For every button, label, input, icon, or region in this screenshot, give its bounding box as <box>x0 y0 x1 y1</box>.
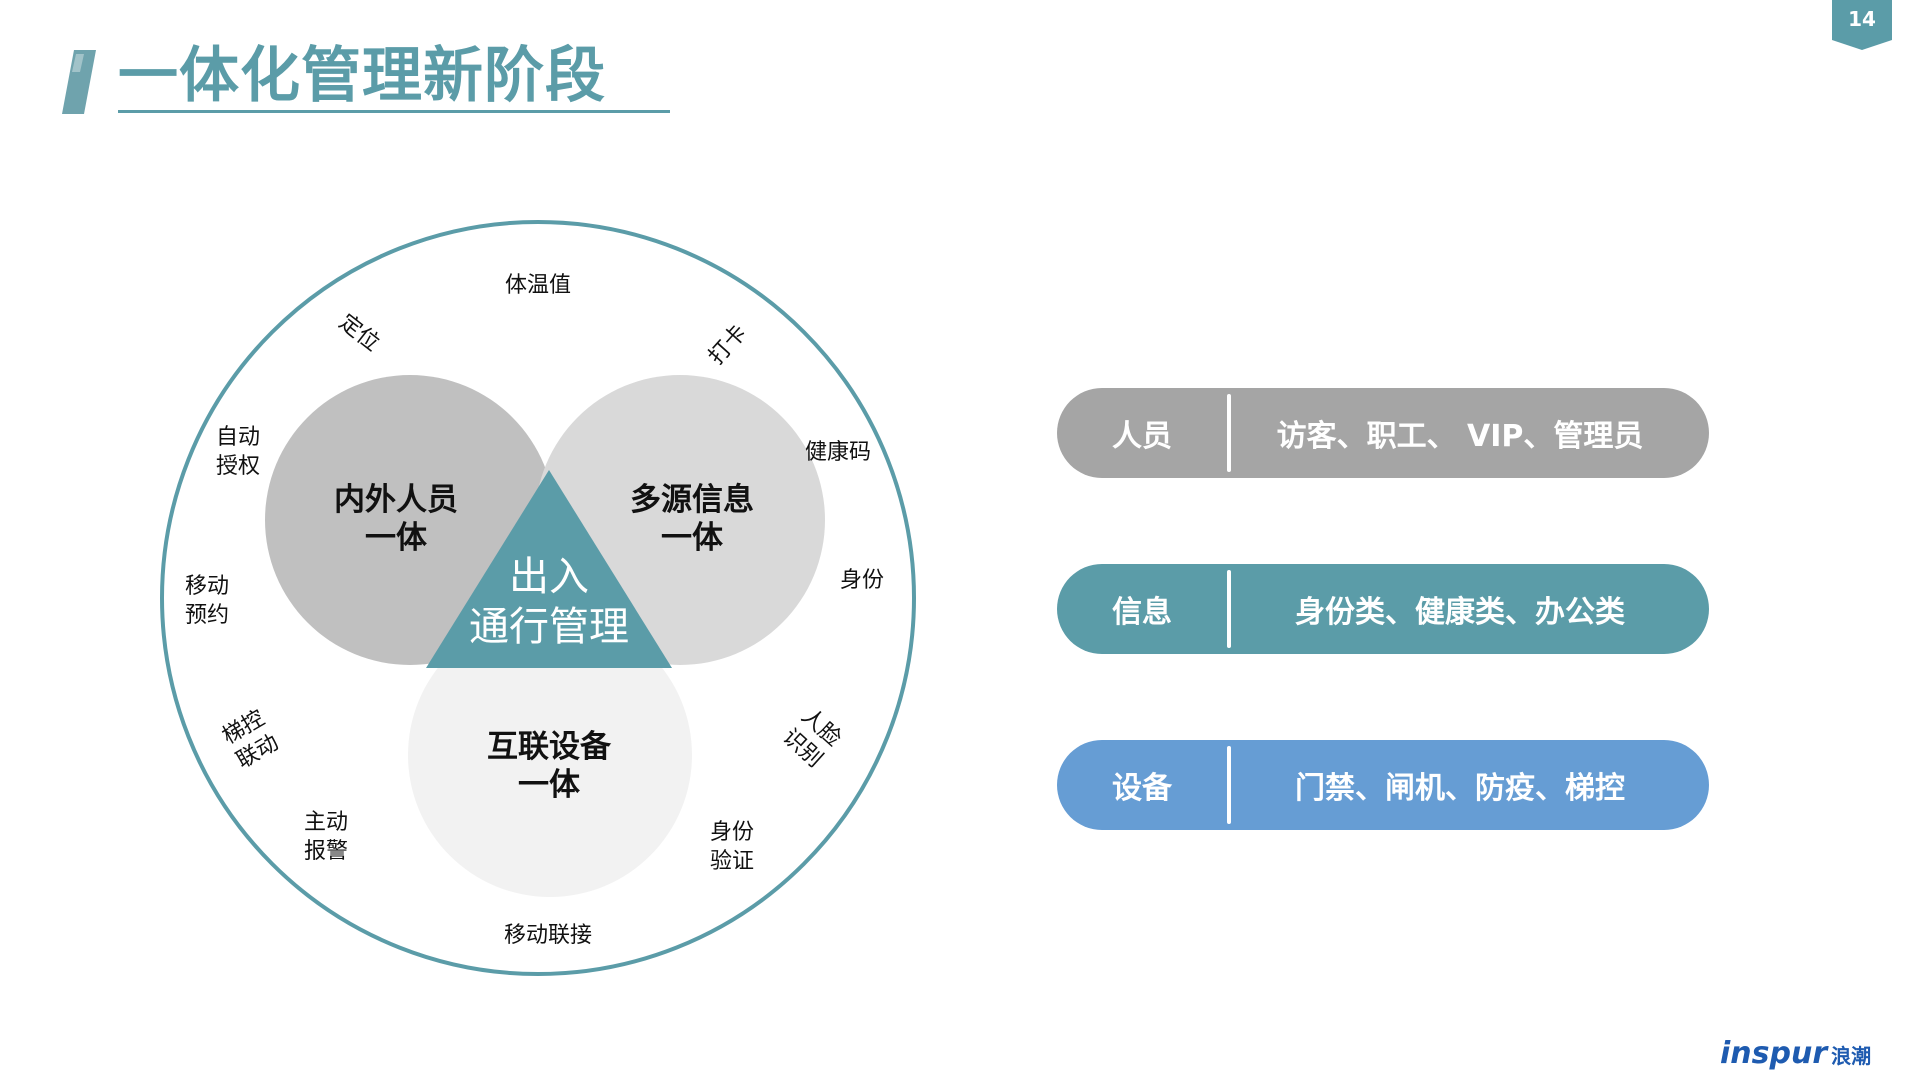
legend-category-people: 人员 <box>1112 419 1172 454</box>
center-label-line2: 通行管理 <box>469 604 629 650</box>
brand-logo-text: inspur <box>1720 1036 1828 1071</box>
ring-label-positioning: 定位 <box>334 310 384 357</box>
circle-info-line2: 一体 <box>661 520 723 556</box>
page-badge-icon <box>1832 0 1892 50</box>
legend-separator <box>1227 746 1231 824</box>
circle-device-line2: 一体 <box>518 767 580 803</box>
ring-label-identity: 身份 <box>840 568 884 593</box>
ring-label-mobile-booking-line2: 预约 <box>185 603 229 628</box>
ring-label-id-verify-line1: 身份 <box>710 820 754 845</box>
circle-device <box>408 613 692 897</box>
legend-pill-people: 人员 访客、职工、 VIP、管理员 <box>1057 388 1709 478</box>
ring-label-active-alarm-line2: 报警 <box>304 839 348 864</box>
legend-separator <box>1227 570 1231 648</box>
legend-items-people: 访客、职工、 VIP、管理员 <box>1276 419 1644 454</box>
circle-people-line2: 一体 <box>365 520 427 556</box>
legend-items-device: 门禁、闸机、防疫、梯控 <box>1295 771 1625 806</box>
ring-label-health-code: 健康码 <box>805 440 871 465</box>
ring-label-auto-authorize-line1: 自动 <box>216 425 260 450</box>
ring-label-body-temperature: 体温值 <box>505 273 571 298</box>
legend-category-info: 信息 <box>1112 595 1172 630</box>
ring-label-auto-authorize-line2: 授权 <box>216 454 260 479</box>
title-underline <box>118 110 670 113</box>
legend-items-info: 身份类、健康类、办公类 <box>1295 595 1625 630</box>
title-accent-icon <box>62 50 96 114</box>
circle-device-line1: 互联设备 <box>487 729 612 765</box>
legend-separator <box>1227 394 1231 472</box>
center-label-line1: 出入 <box>509 554 589 600</box>
legend-category-device: 设备 <box>1112 771 1172 806</box>
ring-label-id-verify-line2: 验证 <box>710 849 754 874</box>
ring-label-active-alarm-line1: 主动 <box>304 810 348 835</box>
brand-logo-cn: 浪潮 <box>1831 1044 1872 1068</box>
ring-label-clock-in: 打卡 <box>704 320 752 369</box>
page-number: 14 <box>1848 7 1876 31</box>
circle-people-line1: 内外人员 <box>334 482 458 518</box>
ring-label-mobile-link: 移动联接 <box>504 923 592 948</box>
page-title: 一体化管理新阶段 <box>118 41 606 111</box>
legend-pill-info: 信息 身份类、健康类、办公类 <box>1057 564 1709 654</box>
legend-pill-device: 设备 门禁、闸机、防疫、梯控 <box>1057 740 1709 830</box>
ring-label-mobile-booking-line1: 移动 <box>185 574 229 599</box>
outer-ring <box>160 220 916 976</box>
center-triangle <box>426 470 672 668</box>
circle-info-line1: 多源信息 <box>630 482 754 518</box>
